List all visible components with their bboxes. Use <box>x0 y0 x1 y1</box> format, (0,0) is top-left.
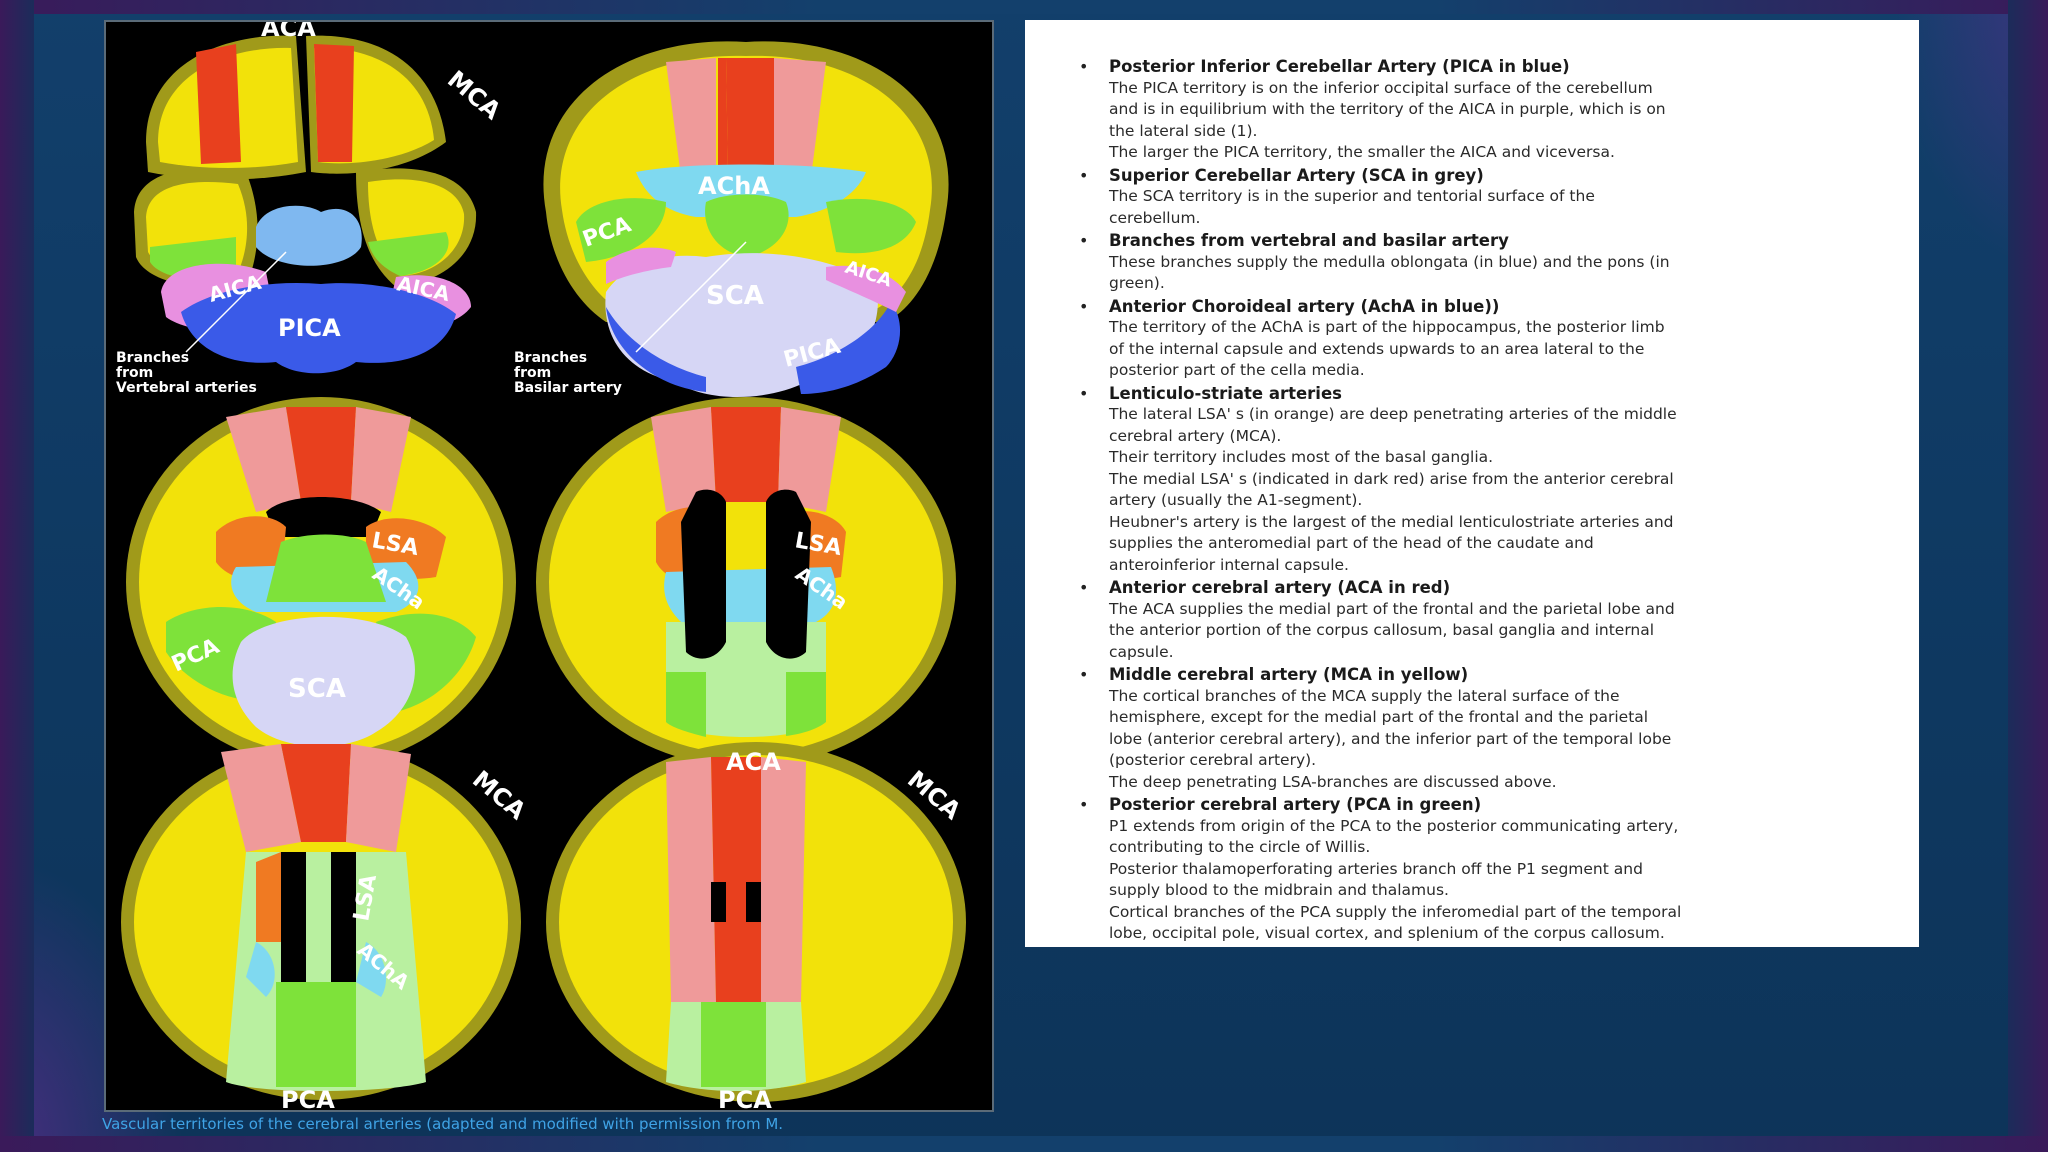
territory-item-line: lobe (anterior cerebral artery), and the… <box>1109 729 1672 748</box>
territory-item-line: the lateral side (1). <box>1109 121 1258 140</box>
territory-item-line: contributing to the circle of Willis. <box>1109 838 1371 856</box>
branches-vertebral-line1: Branches <box>116 350 189 366</box>
slice-cerebellum-medulla: AICA AICA PICA ACA MCA Branches from Ver… <box>116 22 506 396</box>
territory-item-line: green). <box>1109 274 1165 292</box>
slide-edge-bottom <box>0 1136 2048 1152</box>
territory-item-line: and is in equilibrium with the territory… <box>1109 100 1666 118</box>
territory-item-title: Anterior cerebral artery (ACA in red) <box>1109 578 1451 597</box>
territory-item: • Posterior Inferior Cerebellar Artery (P… <box>1079 56 1879 164</box>
label-pca-6: PCA <box>718 1086 772 1110</box>
territory-item-line: The SCA territory is in the superior and… <box>1109 187 1595 205</box>
territory-item-line: P1 extends from origin of the PCA to the… <box>1109 816 1679 835</box>
territory-item-line: Their territory includes most of the bas… <box>1109 448 1494 466</box>
territory-item-line: Heubner's artery is the largest of the m… <box>1109 512 1674 531</box>
territories-description-panel: • Posterior Inferior Cerebellar Artery (P… <box>1025 20 1919 947</box>
territory-item-line: anteroinferior internal capsule. <box>1109 555 1349 574</box>
territory-item: • Anterior cerebral artery (ACA in red) Th… <box>1079 577 1879 663</box>
territory-item-line: of the internal capsule and extends upwa… <box>1109 339 1645 358</box>
label-mca-1: MCA <box>442 65 506 125</box>
territory-item-title: Branches from vertebral and basilar arte… <box>1109 231 1509 250</box>
bullet-icon: • <box>1079 296 1089 316</box>
bullet-icon: • <box>1079 231 1089 250</box>
territory-item-line: the anterior portion of the corpus callo… <box>1109 621 1655 639</box>
territory-item-title: Middle cerebral artery (MCA in yellow) <box>1109 665 1469 684</box>
territory-item-line: The territory of the AChA is part of the… <box>1109 318 1665 336</box>
brain-slices-diagram: AICA AICA PICA ACA MCA Branches from Ver… <box>116 22 966 1110</box>
territories-list: • Posterior Inferior Cerebellar Artery (P… <box>1079 56 1879 945</box>
bullet-icon: • <box>1079 165 1089 185</box>
label-aca-6: ACA <box>726 748 781 776</box>
territory-item-line: The deep penetrating LSA-branches are di… <box>1109 772 1557 791</box>
branches-basilar-line1: Branches <box>514 350 587 366</box>
label-pca-5: PCA <box>281 1086 335 1110</box>
territory-item-line: Cortical branches of the PCA supply the … <box>1109 902 1682 921</box>
branches-basilar-line2: from <box>514 365 551 381</box>
bullet-icon: • <box>1079 665 1089 684</box>
label-pica-1: PICA <box>278 314 341 342</box>
slice-upper-ventricles-left: LSA AChA MCA PCA <box>121 744 531 1110</box>
territory-item-line: capsule. <box>1109 642 1174 661</box>
label-sca-1: SCA <box>706 281 764 311</box>
territory-item-line: supply blood to the midbrain and thalamu… <box>1109 881 1449 899</box>
bullet-icon: • <box>1079 57 1089 76</box>
vascular-territories-figure: AICA AICA PICA ACA MCA Branches from Ver… <box>104 20 994 1112</box>
slice-centrum-semiovale-right: ACA MCA PCA <box>546 742 966 1110</box>
figure-caption: Vascular territories of the cerebral art… <box>102 1115 784 1133</box>
territory-item-line: The medial LSA' s (indicated in dark red… <box>1109 469 1674 488</box>
territory-item-title: Posterior cerebral artery (PCA in green) <box>1109 795 1482 814</box>
territory-item-line: cerebral artery (MCA). <box>1109 426 1282 445</box>
territory-item-line: artery (usually the A1-segment). <box>1109 491 1363 509</box>
bullet-icon: • <box>1079 795 1089 814</box>
territory-item-line: The ACA supplies the medial part of the … <box>1109 599 1675 618</box>
territory-item-line: The cortical branches of the MCA supply … <box>1109 686 1620 705</box>
territory-item-title: Anterior Choroideal artery (AchA in blue… <box>1109 296 1500 316</box>
territory-item-title: Posterior Inferior Cerebellar Artery (PI… <box>1109 57 1570 76</box>
slide-edge-top <box>0 0 2048 14</box>
slice-midbrain-sca: SCA AChA PCA AICA PICA Branches from Bas… <box>514 41 949 397</box>
label-acha-1: AChA <box>698 172 770 200</box>
label-sca-3: SCA <box>288 674 346 704</box>
territory-item: • Posterior cerebral artery (PCA in green… <box>1079 794 1879 945</box>
territory-item-line: These branches supply the medulla oblong… <box>1109 252 1670 271</box>
territory-item-line: The PICA territory is on the inferior oc… <box>1109 78 1653 97</box>
territory-item-line: cerebellum. <box>1109 208 1201 227</box>
territory-item-line: Posterior thalamoperforating arteries br… <box>1109 859 1643 878</box>
slide-edge-left <box>0 0 34 1152</box>
slice-ventricles-right: LSA ACha <box>536 397 956 767</box>
territory-item-line: supplies the anteromedial part of the he… <box>1109 534 1594 552</box>
label-aca-1: ACA <box>261 22 316 42</box>
slide-edge-right <box>2008 0 2048 1152</box>
branches-vertebral-line2: from <box>116 365 153 381</box>
territory-item-line: hemisphere, except for the medial part o… <box>1109 708 1649 726</box>
territory-item-line: lobe, occipital pole, visual cortex, and… <box>1109 924 1665 942</box>
territory-item-title: Lenticulo-striate arteries <box>1109 383 1342 403</box>
territory-item: • Branches from vertebral and basilar art… <box>1079 230 1879 295</box>
territory-item-line: The lateral LSA' s (in orange) are deep … <box>1109 405 1677 423</box>
branches-vertebral-line3: Vertebral arteries <box>116 380 257 396</box>
branches-basilar-line3: Basilar artery <box>514 380 622 396</box>
territory-item-line: The larger the PICA territory, the small… <box>1109 143 1615 161</box>
territory-item-title: Superior Cerebellar Artery (SCA in grey) <box>1109 165 1484 185</box>
territory-item: • Middle cerebral artery (MCA in yellow) T… <box>1079 664 1879 793</box>
slice-basal-ganglia-left: SCA LSA ACha PCA <box>126 397 516 767</box>
territory-item: • Superior Cerebellar Artery (SCA in grey… <box>1079 165 1879 230</box>
territory-item-line: (posterior cerebral artery). <box>1109 751 1317 769</box>
territory-item: • Anterior Choroideal artery (AchA in blu… <box>1079 296 1879 382</box>
territory-item-line: posterior part of the cella media. <box>1109 361 1365 379</box>
bullet-icon: • <box>1079 578 1089 597</box>
bullet-icon: • <box>1079 383 1089 403</box>
